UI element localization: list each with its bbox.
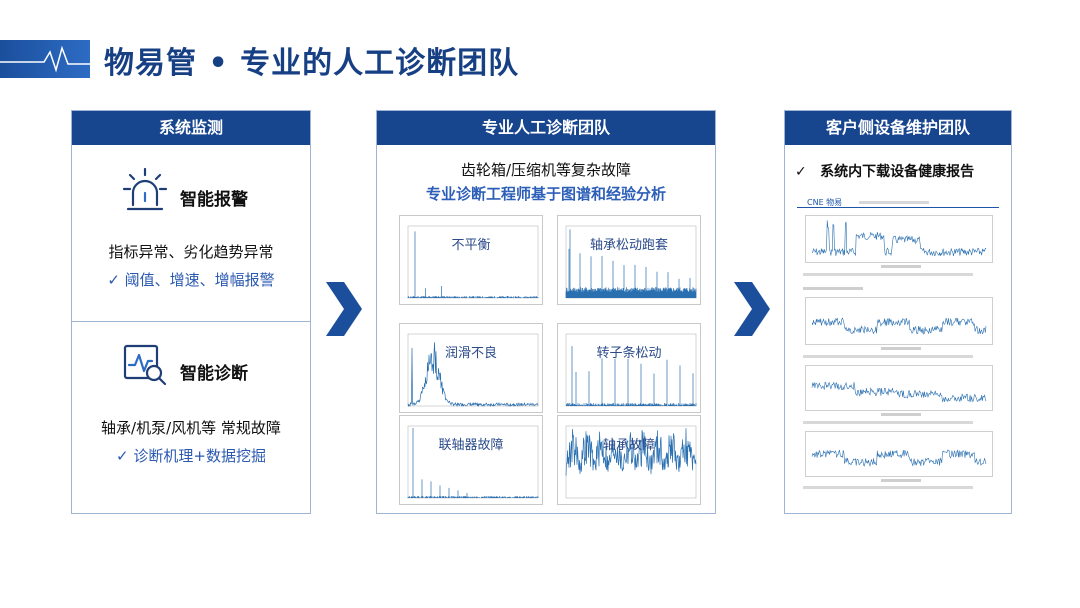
download-report-text: 系统内下载设备健康报告 [820,164,975,180]
spectrum-label: 润滑不良 [444,346,497,361]
report-logo: CNE 物易 [807,198,843,207]
panel-expert-team: 专业人工诊断团队 齿轮箱/压缩机等复杂故障 专业诊断工程师基于图谱和经验分析 不… [376,110,716,514]
spectrum-chart: 转子条松动 [557,323,701,413]
panel-subtitle: 齿轮箱/压缩机等复杂故障 [460,161,632,179]
report-trend-chart [805,365,993,411]
section-desc: 轴承/机泵/风机等 常规故障 [101,419,281,437]
spectrum-chart: 联轴器故障 [399,415,543,505]
panel-highlight: 专业诊断工程师基于图谱和经验分析 [425,185,666,203]
panel-header: 专业人工诊断团队 [377,111,715,145]
spectrum-chart: 轴承故障 [557,415,701,505]
report-trend-chart [805,215,993,263]
download-report-item: ✓ 系统内下载设备健康报告 [795,161,974,181]
section-feature: ✓ 阈值、增速、增幅报警 [107,271,275,289]
report-trend-chart [805,431,993,477]
chevron-right-icon [326,282,362,336]
panel-client-team: 客户侧设备维护团队 ✓ 系统内下载设备健康报告 CNE 物易 [784,110,1012,514]
spectrum-label: 轴承故障 [602,438,655,453]
spectrum-chart: 润滑不良 [399,323,543,413]
section-title: 智能报警 [180,190,248,210]
title-accent-band [0,40,90,78]
spectrum-chart: 不平衡 [399,215,543,305]
panel-system-monitoring: 系统监测 智能报警 指标异常、劣化趋势异常 ✓ 阈值、增速、增幅报警 [71,110,311,514]
health-report-preview: CNE 物易 [797,193,999,493]
report-company-line [859,201,929,204]
panel-header: 客户侧设备维护团队 [785,111,1011,145]
chevron-right-icon [734,282,770,336]
section-feature: ✓ 诊断机理+数据挖掘 [116,447,266,465]
section-smart-alarm: 智能报警 指标异常、劣化趋势异常 ✓ 阈值、增速、增幅报警 [72,147,310,321]
heartbeat-icon [0,45,90,73]
chart-magnifier-icon [123,344,167,386]
check-icon: ✓ [795,164,807,180]
section-divider [72,321,310,322]
section-desc: 指标异常、劣化趋势异常 [108,243,274,261]
report-trend-chart [805,297,993,345]
page-title: 物易管 • 专业的人工诊断团队 [104,46,520,81]
spectrum-label: 轴承松动跑套 [589,238,668,253]
section-smart-diagnosis: 智能诊断 轴承/机泵/风机等 常规故障 ✓ 诊断机理+数据挖掘 [72,323,310,503]
report-rule [797,207,999,208]
section-title: 智能诊断 [180,364,248,384]
spectrum-chart: 轴承松动跑套 [557,215,701,305]
spectrum-label: 联轴器故障 [438,438,504,453]
spectrum-label: 转子条松动 [596,346,662,361]
alarm-light-icon [122,167,168,211]
spectrum-label: 不平衡 [451,238,491,253]
panel-header: 系统监测 [72,111,310,145]
